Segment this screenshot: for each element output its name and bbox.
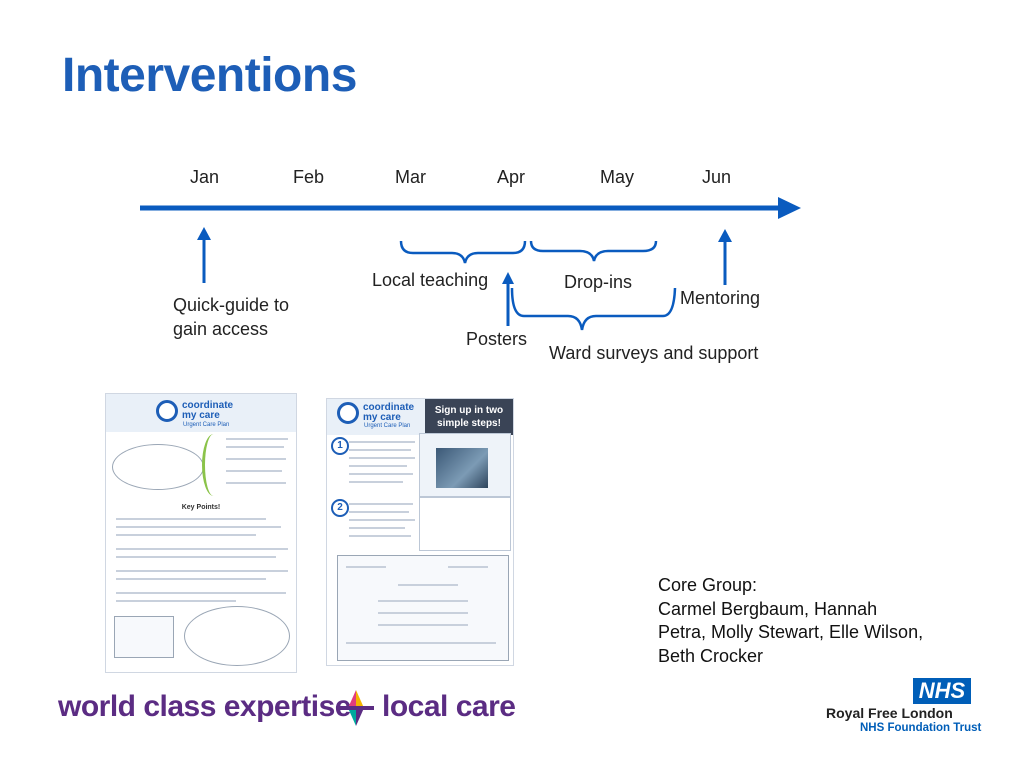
posters-label: Posters xyxy=(466,329,528,349)
timeline-arrowhead xyxy=(778,197,801,219)
sign-up-leaflet: coordinate my care Urgent Care Plan Sign… xyxy=(326,398,514,666)
help-cloud xyxy=(184,606,290,666)
website-screenshot xyxy=(419,433,511,497)
month-may: May xyxy=(600,167,635,187)
key-points-heading: Key Points! xyxy=(181,504,221,511)
slide-title: Interventions xyxy=(62,49,357,102)
nhs-logo: NHS xyxy=(913,678,971,704)
cycle-graphic xyxy=(202,434,225,496)
quick-guide-line-2: gain access xyxy=(173,319,269,339)
core-group-line-1: Core Group: xyxy=(658,575,758,595)
month-feb: Feb xyxy=(293,167,325,187)
text-line xyxy=(378,600,468,602)
text-line xyxy=(116,548,288,550)
text-line xyxy=(349,481,403,483)
logo-line-2: my care xyxy=(182,410,220,421)
leaflet-logo-sub: Urgent Care Plan xyxy=(183,422,230,428)
form-screenshot xyxy=(419,497,511,551)
core-group-line-3: Petra, Molly Stewart, Elle Wilson, xyxy=(658,622,924,642)
logo-line-1: coordinate xyxy=(182,400,234,411)
text-line xyxy=(448,566,488,568)
quick-guide-label: Quick-guide to gain access xyxy=(173,293,289,341)
posters-pointer-head xyxy=(502,272,514,284)
drop-ins-brace xyxy=(529,240,658,262)
leaflet-logo-sub: Urgent Care Plan xyxy=(364,423,411,429)
ward-surveys-label: Ward surveys and support xyxy=(549,343,759,363)
quick-guide-pointer-head xyxy=(197,227,211,240)
text-line xyxy=(346,642,496,644)
flowchart-screenshot xyxy=(337,555,509,661)
core-group-line-2: Carmel Bergbaum, Hannah xyxy=(658,598,878,619)
leaflet-logo-text: coordinate my care xyxy=(182,401,233,421)
local-teaching-brace xyxy=(399,240,527,264)
text-line xyxy=(378,624,468,626)
quick-guide-leaflet: coordinate my care Urgent Care Plan Key … xyxy=(105,393,297,673)
text-line xyxy=(378,612,468,614)
logo-line-2: my care xyxy=(363,412,401,423)
text-line xyxy=(226,482,286,484)
coordinate-my-care-logo-icon xyxy=(156,400,178,422)
leaflet-logo-text: coordinate my care xyxy=(363,403,414,423)
text-line xyxy=(116,526,281,528)
text-line xyxy=(116,578,266,580)
leaflet-header xyxy=(106,394,296,432)
text-line xyxy=(116,518,266,520)
text-line xyxy=(116,534,256,536)
organisation-subtitle: NHS Foundation Trust xyxy=(860,722,982,734)
text-line xyxy=(116,556,276,558)
drop-ins-label: Drop-ins xyxy=(564,272,633,292)
core-group-line-4: Beth Crocker xyxy=(658,645,764,666)
organisation-name: Royal Free London xyxy=(826,705,953,721)
text-line xyxy=(226,446,284,448)
coordinate-my-care-logo-icon xyxy=(337,402,359,424)
text-line xyxy=(349,527,405,529)
text-line xyxy=(349,519,415,521)
footer-tagline-right: local care xyxy=(382,690,516,723)
headline-line-1: Sign up in two xyxy=(434,405,504,416)
quick-guide-line-1: Quick-guide to xyxy=(173,295,290,315)
website-photo xyxy=(436,448,488,488)
sign-up-banner: Sign up in two simple steps! xyxy=(425,399,513,435)
core-group: Core Group: Carmel Bergbaum, Hannah Petr… xyxy=(658,574,923,668)
text-line xyxy=(226,470,282,472)
text-line xyxy=(116,600,236,602)
text-line xyxy=(116,570,288,572)
text-line xyxy=(116,592,286,594)
mentoring-pointer-head xyxy=(718,229,732,242)
text-line xyxy=(349,535,411,537)
month-apr: Apr xyxy=(497,167,526,187)
text-line xyxy=(226,438,288,440)
local-teaching-label: Local teaching xyxy=(372,270,489,290)
month-jan: Jan xyxy=(190,167,220,187)
text-line xyxy=(349,503,413,505)
logo-line-1: coordinate xyxy=(363,402,415,413)
ward-surveys-brace xyxy=(510,287,677,331)
text-line xyxy=(349,449,411,451)
text-line xyxy=(349,457,415,459)
diamond-logo-icon xyxy=(338,690,374,726)
footer-tagline-left: world class expertise xyxy=(58,690,352,723)
month-jun: Jun xyxy=(702,167,732,187)
mentoring-label: Mentoring xyxy=(680,288,761,308)
why-cloud xyxy=(112,444,204,490)
headline-line-2: simple steps! xyxy=(437,418,501,429)
step-2-badge: 2 xyxy=(331,499,349,517)
text-line xyxy=(349,441,415,443)
step-1-badge: 1 xyxy=(331,437,349,455)
text-line xyxy=(349,465,407,467)
text-line xyxy=(398,584,458,586)
text-line xyxy=(349,511,409,513)
text-line xyxy=(226,458,286,460)
text-line xyxy=(346,566,386,568)
text-line xyxy=(349,473,413,475)
screenshot-inset xyxy=(114,616,174,658)
month-mar: Mar xyxy=(395,167,426,187)
